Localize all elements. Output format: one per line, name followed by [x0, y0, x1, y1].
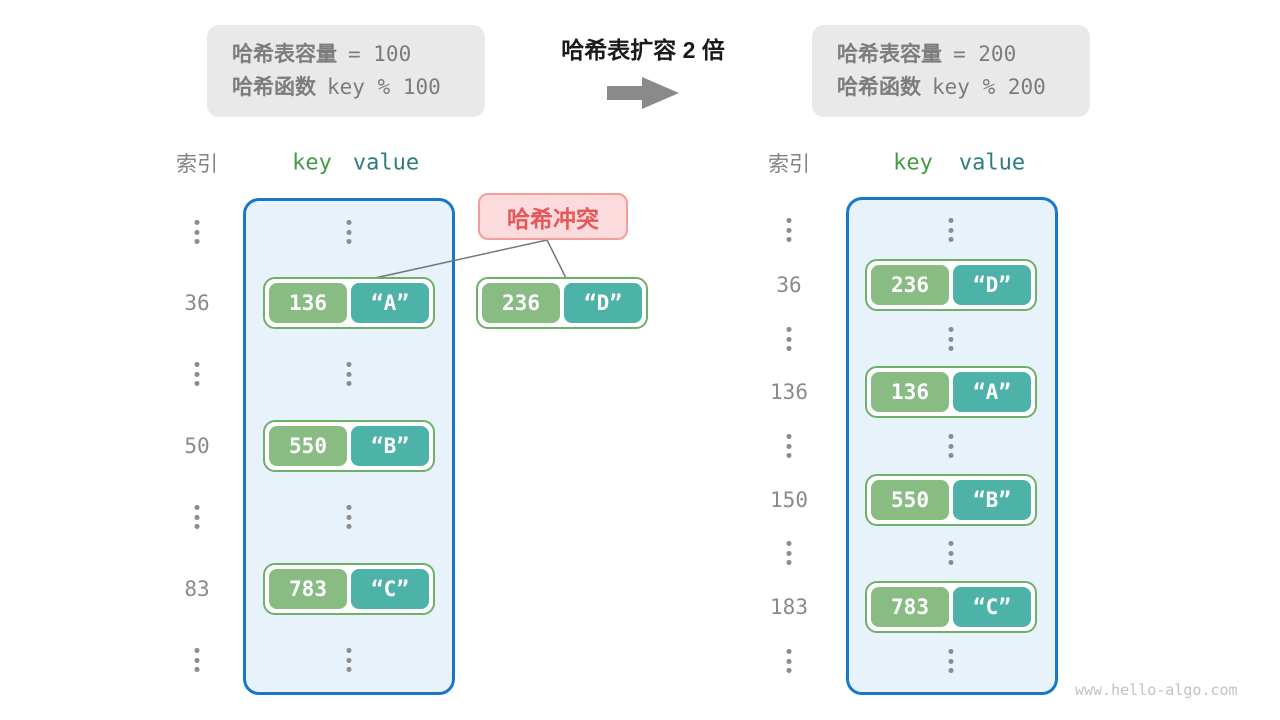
- index-header-before: 索引: [176, 153, 218, 176]
- kv-pair-136-A: 136 “A”: [263, 277, 435, 329]
- hash-function-value: key % 100: [327, 75, 441, 99]
- capacity-value: = 200: [953, 42, 1017, 66]
- expand-arrow-icon: [607, 77, 679, 109]
- value-cell: “D”: [953, 265, 1031, 305]
- ellipsis-dots: [194, 503, 200, 531]
- ellipsis-dots: [194, 646, 200, 674]
- key-cell: 136: [269, 283, 347, 323]
- hash-function-line: 哈希函数 key % 100: [232, 71, 485, 104]
- value-header-after: value: [958, 150, 1026, 176]
- index-label: 50: [184, 434, 210, 458]
- index-label: 150: [770, 488, 808, 512]
- key-cell: 236: [482, 283, 560, 323]
- ellipsis-dots: [786, 539, 792, 567]
- value-cell: “A”: [351, 283, 429, 323]
- ellipsis-dots: [786, 216, 792, 244]
- value-cell: “D”: [564, 283, 642, 323]
- value-cell: “A”: [953, 372, 1031, 412]
- key-cell: 550: [269, 426, 347, 466]
- capacity-value: = 100: [348, 42, 412, 66]
- ellipsis-dots: [346, 503, 352, 531]
- value-cell: “C”: [351, 569, 429, 609]
- kv-pair-550-B: 550 “B”: [263, 420, 435, 472]
- hash-function-value: key % 200: [932, 75, 1046, 99]
- value-cell: “B”: [351, 426, 429, 466]
- ellipsis-dots: [948, 216, 954, 244]
- value-cell: “B”: [953, 480, 1031, 520]
- capacity-line: 哈希表容量 = 200: [837, 38, 1090, 71]
- capacity-info-before: 哈希表容量 = 100 哈希函数 key % 100: [207, 25, 485, 117]
- index-header-after: 索引: [768, 153, 810, 176]
- index-label: 136: [770, 380, 808, 404]
- ellipsis-dots: [786, 647, 792, 675]
- capacity-line: 哈希表容量 = 100: [232, 38, 485, 71]
- ellipsis-dots: [346, 218, 352, 246]
- value-header-before: value: [352, 150, 420, 176]
- capacity-info-after: 哈希表容量 = 200 哈希函数 key % 200: [812, 25, 1090, 117]
- hash-function-label: 哈希函数: [232, 76, 316, 99]
- ellipsis-dots: [948, 432, 954, 460]
- key-cell: 136: [871, 372, 949, 412]
- hash-conflict-badge: 哈希冲突: [478, 193, 628, 240]
- ellipsis-dots: [786, 432, 792, 460]
- hash-function-line: 哈希函数 key % 200: [837, 71, 1090, 104]
- capacity-label: 哈希表容量: [837, 43, 942, 66]
- ellipsis-dots: [948, 325, 954, 353]
- value-cell: “C”: [953, 587, 1031, 627]
- ellipsis-dots: [346, 360, 352, 388]
- key-cell: 236: [871, 265, 949, 305]
- index-label: 183: [770, 595, 808, 619]
- key-cell: 783: [871, 587, 949, 627]
- ellipsis-dots: [948, 647, 954, 675]
- hash-conflict-label: 哈希冲突: [507, 205, 599, 232]
- kv-pair-550-B: 550 “B”: [865, 474, 1037, 526]
- kv-pair-236-D-external: 236 “D”: [476, 277, 648, 329]
- key-header-before: key: [292, 150, 332, 176]
- diagram-title: 哈希表扩容 2 倍: [561, 37, 725, 63]
- key-cell: 783: [269, 569, 347, 609]
- ellipsis-dots: [948, 539, 954, 567]
- index-label: 36: [184, 291, 210, 315]
- watermark: www.hello-algo.com: [1075, 681, 1238, 699]
- ellipsis-dots: [194, 360, 200, 388]
- kv-pair-236-D: 236 “D”: [865, 259, 1037, 311]
- kv-pair-783-C: 783 “C”: [263, 563, 435, 615]
- ellipsis-dots: [786, 325, 792, 353]
- key-cell: 550: [871, 480, 949, 520]
- ellipsis-dots: [346, 646, 352, 674]
- key-header-after: key: [893, 150, 933, 176]
- index-label: 36: [776, 273, 802, 297]
- kv-pair-136-A: 136 “A”: [865, 366, 1037, 418]
- kv-pair-783-C: 783 “C”: [865, 581, 1037, 633]
- capacity-label: 哈希表容量: [232, 43, 337, 66]
- hash-function-label: 哈希函数: [837, 76, 921, 99]
- index-label: 83: [184, 577, 210, 601]
- ellipsis-dots: [194, 218, 200, 246]
